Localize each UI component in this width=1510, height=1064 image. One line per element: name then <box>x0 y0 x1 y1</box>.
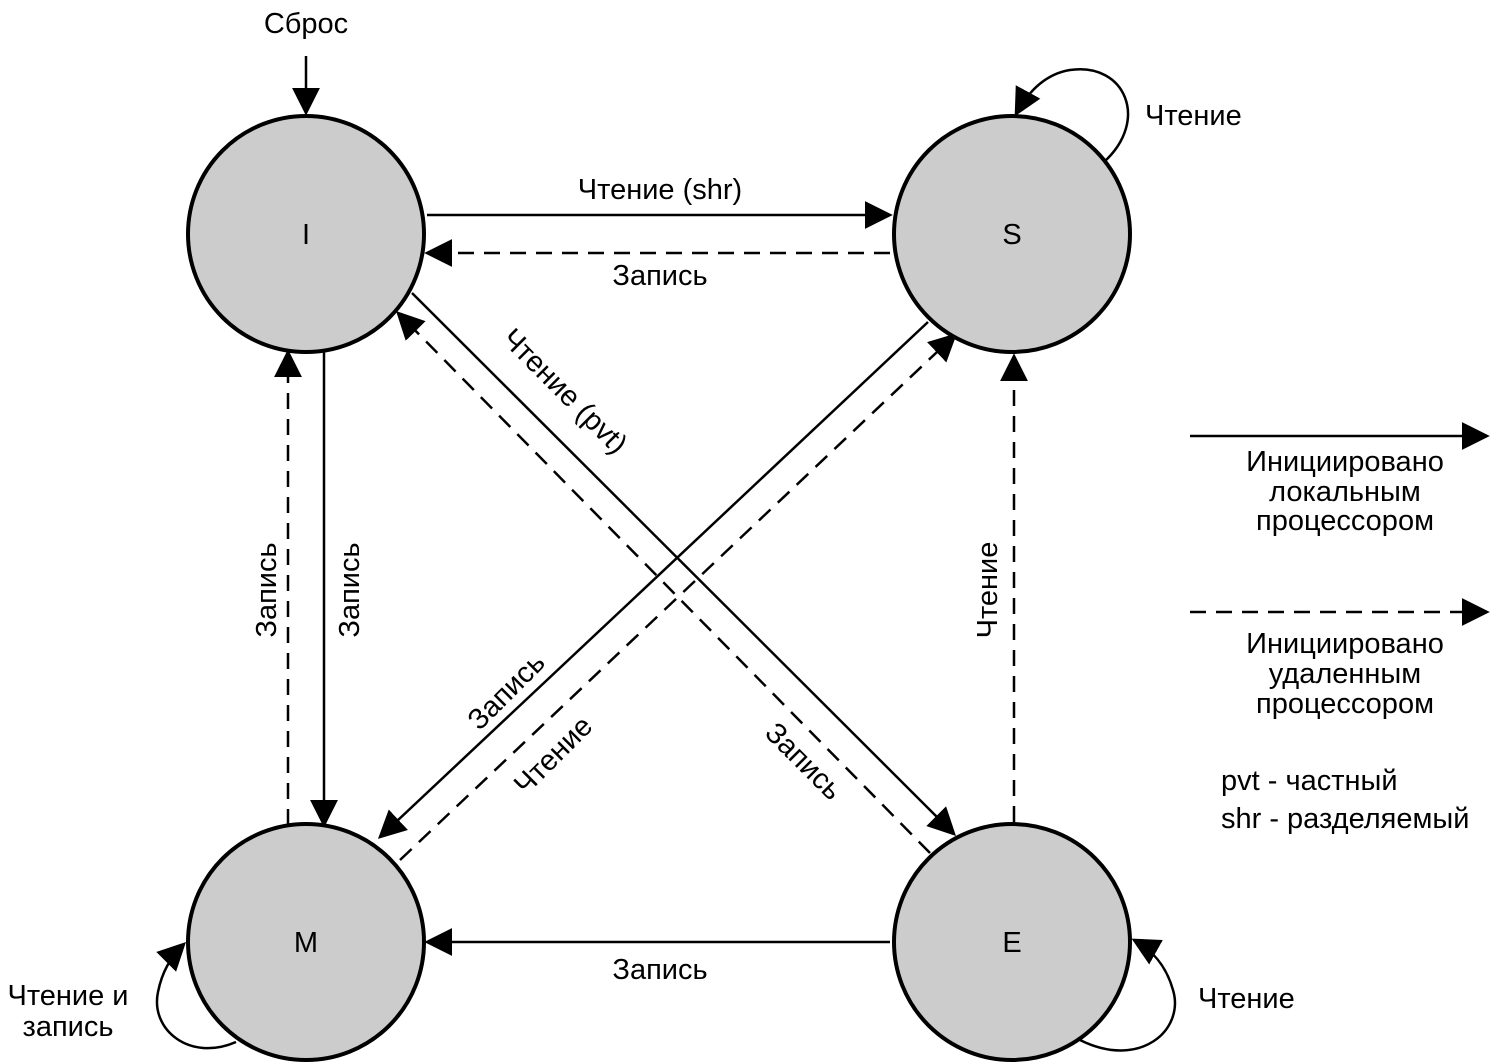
self-loop-s <box>1014 68 1130 163</box>
state-m: M <box>186 822 426 1062</box>
state-i: I <box>186 114 426 354</box>
label-s-to-m: Запись <box>462 647 552 737</box>
state-i-label: I <box>302 219 310 251</box>
legend-pvt: pvt - частный <box>1221 765 1398 797</box>
legend: Инициировано локальным процессором Иници… <box>1190 422 1490 835</box>
legend-remote-line3: процессором <box>1256 688 1434 720</box>
reset-label: Сброс <box>264 8 348 40</box>
self-loop-m <box>155 942 237 1050</box>
arrow-m-to-s <box>399 333 958 861</box>
label-s-self: Чтение <box>1145 100 1242 132</box>
label-e-self: Чтение <box>1198 983 1295 1015</box>
label-m-self-line1: Чтение и <box>7 980 128 1012</box>
label-s-to-i: Запись <box>612 260 707 292</box>
legend-shr: shr - разделяемый <box>1221 803 1469 835</box>
state-s-label: S <box>1002 219 1021 251</box>
legend-local-line1: Инициировано <box>1246 446 1444 478</box>
label-m-self-line2: запись <box>23 1011 114 1043</box>
state-e: E <box>892 822 1132 1062</box>
arrow-e-to-i <box>396 311 931 854</box>
legend-remote-line2: удаленным <box>1269 658 1421 690</box>
label-e-to-s: Чтение <box>972 542 1004 639</box>
state-m-label: M <box>294 927 318 959</box>
label-m-to-i: Запись <box>251 542 283 637</box>
state-s: S <box>892 114 1132 354</box>
legend-local-line3: процессором <box>1256 505 1434 537</box>
label-e-to-m: Запись <box>612 954 707 986</box>
self-loop-e <box>1079 938 1177 1052</box>
state-e-label: E <box>1002 927 1021 959</box>
label-i-to-m: Запись <box>334 542 366 637</box>
arrow-s-to-m <box>377 321 929 839</box>
label-i-to-s: Чтение (shr) <box>578 174 742 206</box>
label-m-to-s: Чтение <box>508 710 599 801</box>
arrow-i-to-e <box>411 292 956 836</box>
label-e-to-i: Запись <box>758 717 848 807</box>
label-i-to-e: Чтение (pvt) <box>495 323 633 461</box>
legend-local-line2: локальным <box>1269 476 1421 508</box>
legend-remote-line1: Инициировано <box>1246 628 1444 660</box>
